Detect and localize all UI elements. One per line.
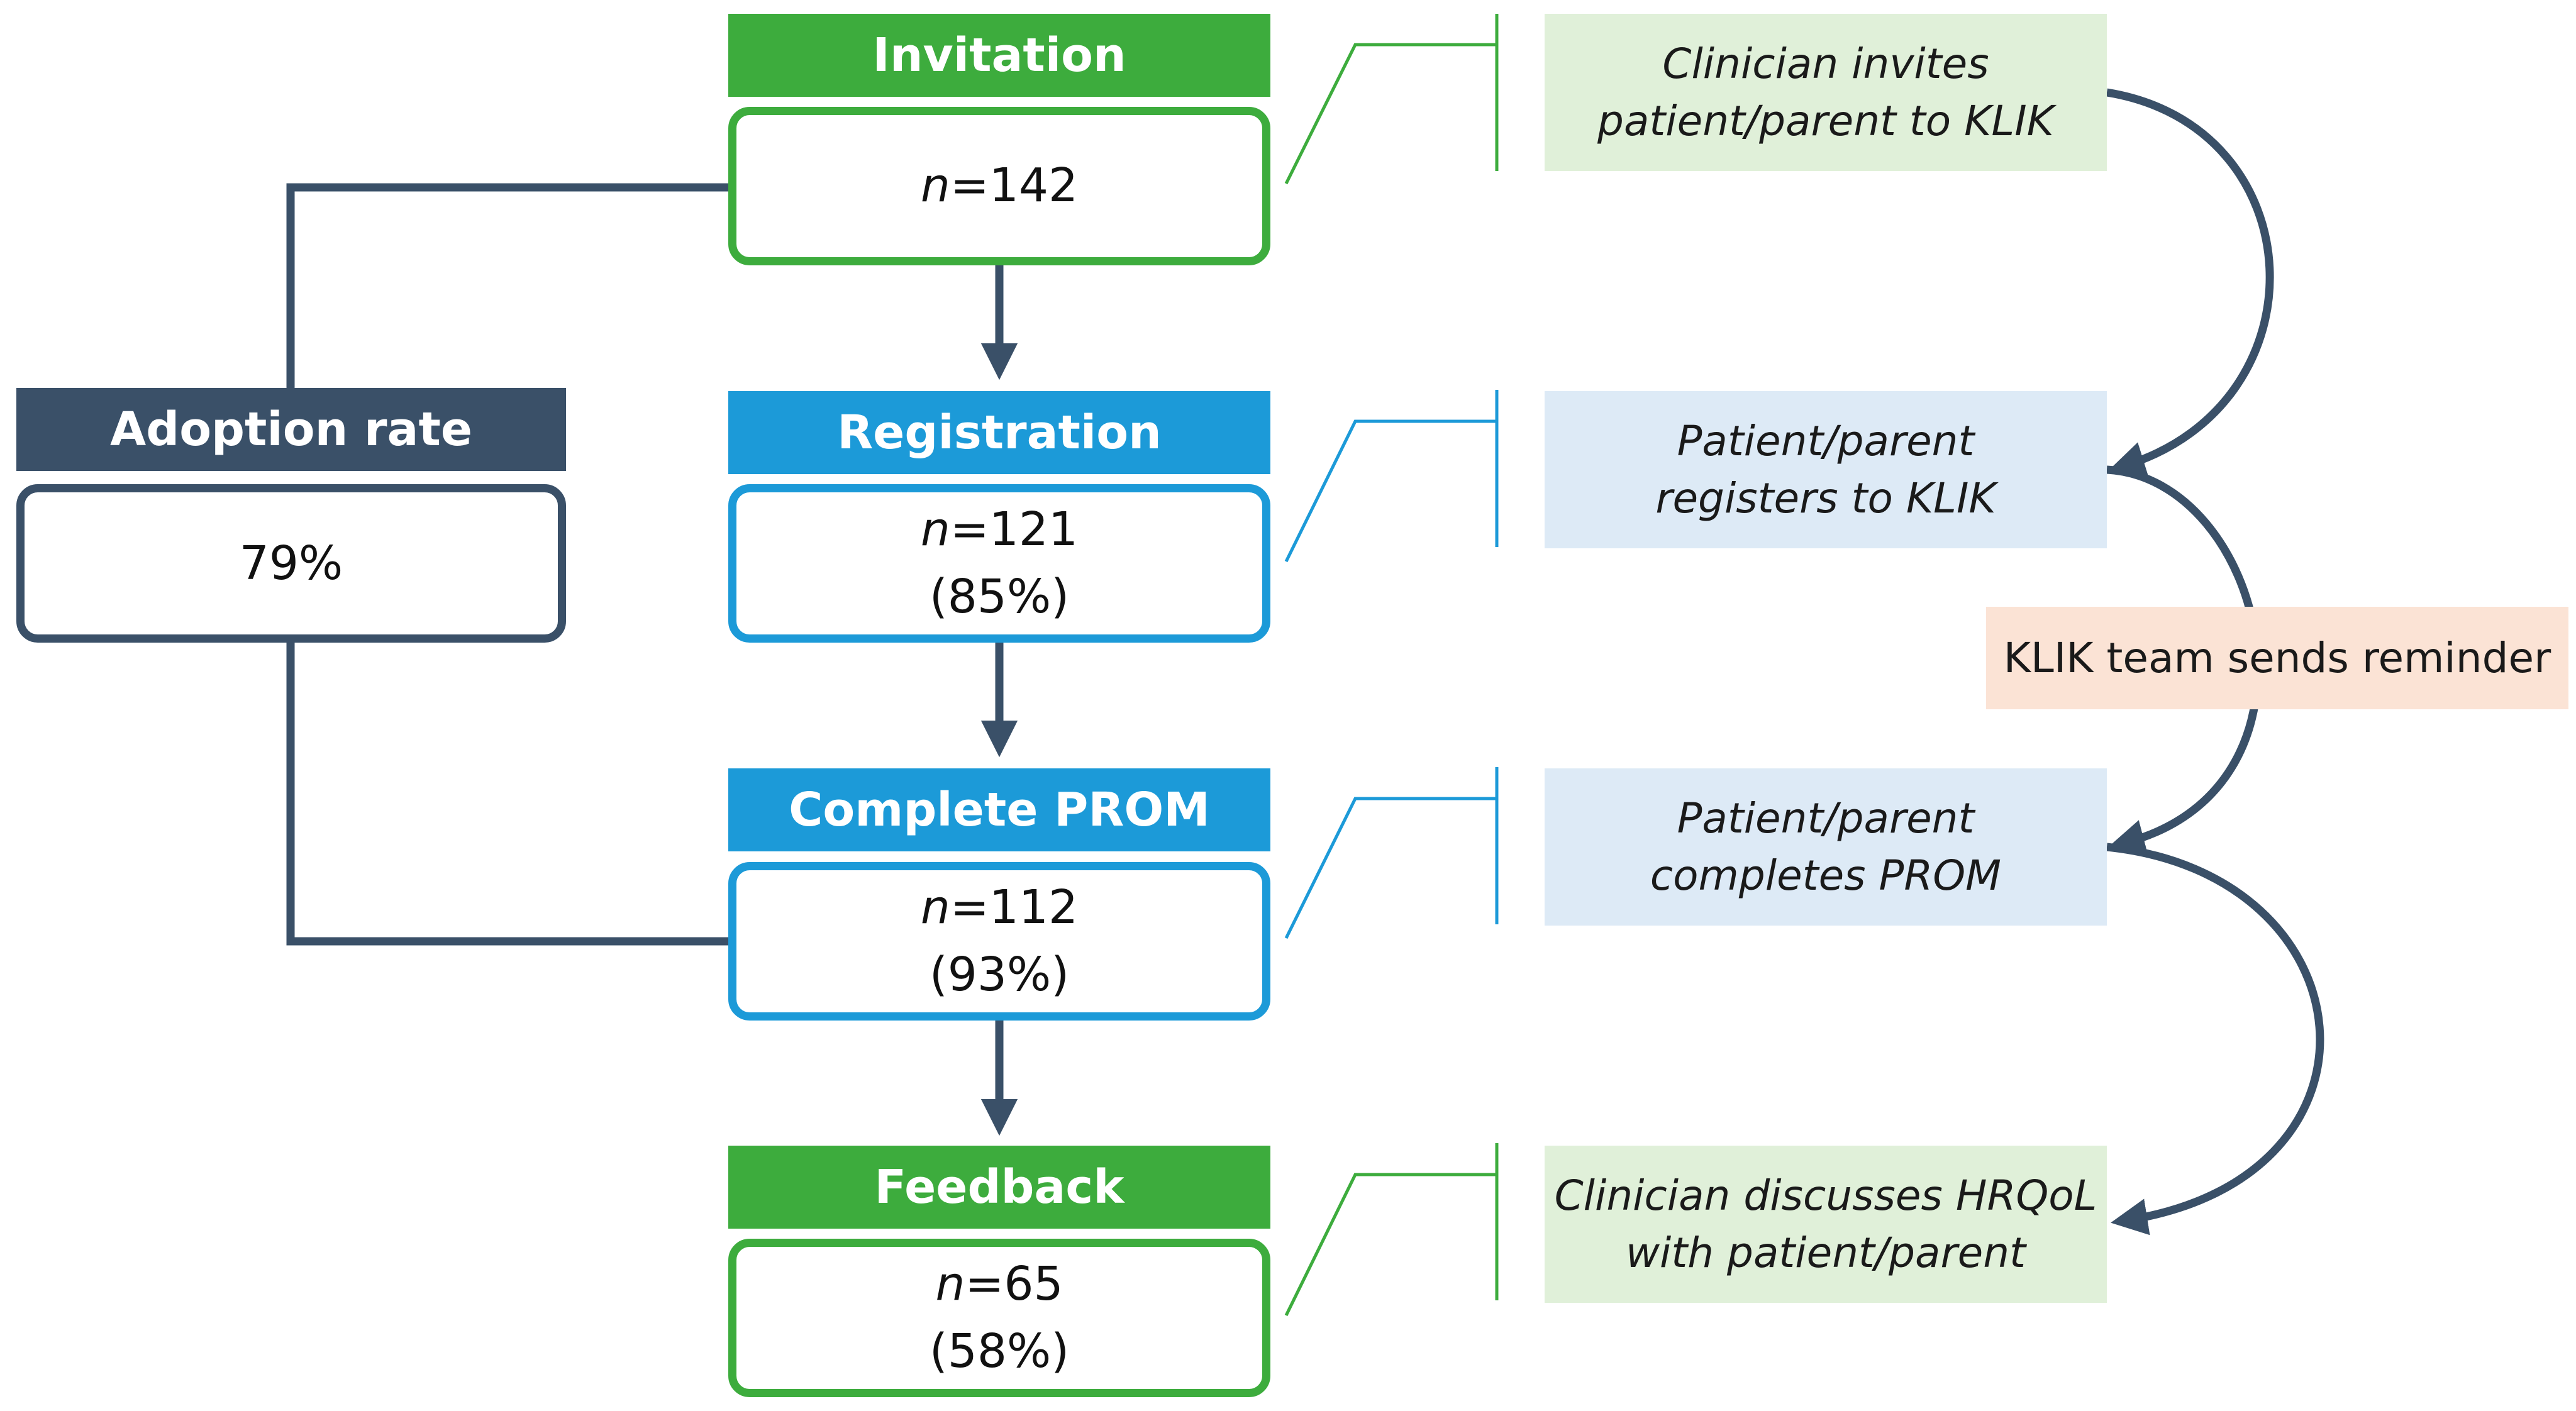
description-discuss: Clinician discusses HRQoL with patient/p… <box>1545 1146 2107 1303</box>
callout-connector-prom <box>1284 797 1497 939</box>
description-complete: Patient/parent completes PROM <box>1545 768 2107 926</box>
adoption-bracket-top <box>286 183 728 388</box>
stage-header-invitation: Invitation <box>728 14 1270 97</box>
curve-arrow-invite-to-register <box>2106 88 2274 478</box>
description-line: Patient/parent <box>1677 794 1975 843</box>
stage-title: Complete PROM <box>789 783 1210 837</box>
stage-box-invitation: n=142 <box>728 107 1270 265</box>
curve-arrow-complete-to-discuss <box>2106 843 2324 1236</box>
description-line: patient/parent to KLIK <box>1597 97 2054 145</box>
callout-connector-feedback <box>1284 1173 1497 1317</box>
description-line: Clinician invites <box>1662 39 1989 88</box>
stage-header-complete-prom: Complete PROM <box>728 768 1270 851</box>
adoption-rate-header: Adoption rate <box>16 388 566 471</box>
stage-header-feedback: Feedback <box>728 1146 1270 1229</box>
adoption-rate-title: Adoption rate <box>109 402 473 456</box>
adoption-rate-box: 79% <box>16 484 566 643</box>
stage-percent: (93%) <box>929 948 1070 1002</box>
callout-connector-registration <box>1284 419 1497 563</box>
description-line: with patient/parent <box>1626 1229 2026 1277</box>
stage-title: Feedback <box>874 1160 1124 1214</box>
stage-count: n=142 <box>920 158 1079 213</box>
stage-count: n=65 <box>935 1256 1063 1311</box>
adoption-bracket-bottom <box>286 643 728 946</box>
description-line: Clinician discusses HRQoL <box>1554 1171 2097 1220</box>
stage-box-complete-prom: n=112 (93%) <box>728 862 1270 1021</box>
stage-title: Invitation <box>872 28 1126 82</box>
callout-connector-invitation <box>1284 43 1497 185</box>
description-register: Patient/parent registers to KLIK <box>1545 391 2107 548</box>
stage-percent: (85%) <box>929 570 1070 624</box>
description-line: completes PROM <box>1650 851 2002 900</box>
stage-percent: (58%) <box>929 1324 1070 1378</box>
description-invite: Clinician invites patient/parent to KLIK <box>1545 14 2107 171</box>
stage-count: n=112 <box>920 880 1079 934</box>
stage-count: n=121 <box>920 502 1079 556</box>
reminder-text: KLIK team sends reminder <box>2003 634 2551 682</box>
description-line: Patient/parent <box>1677 416 1975 465</box>
stage-box-registration: n=121 (85%) <box>728 484 1270 643</box>
adoption-rate-value: 79% <box>239 536 343 590</box>
stage-title: Registration <box>837 406 1162 460</box>
stage-header-registration: Registration <box>728 391 1270 474</box>
description-line: registers to KLIK <box>1655 474 1996 523</box>
stage-box-feedback: n=65 (58%) <box>728 1239 1270 1397</box>
reminder-box: KLIK team sends reminder <box>1986 607 2568 709</box>
